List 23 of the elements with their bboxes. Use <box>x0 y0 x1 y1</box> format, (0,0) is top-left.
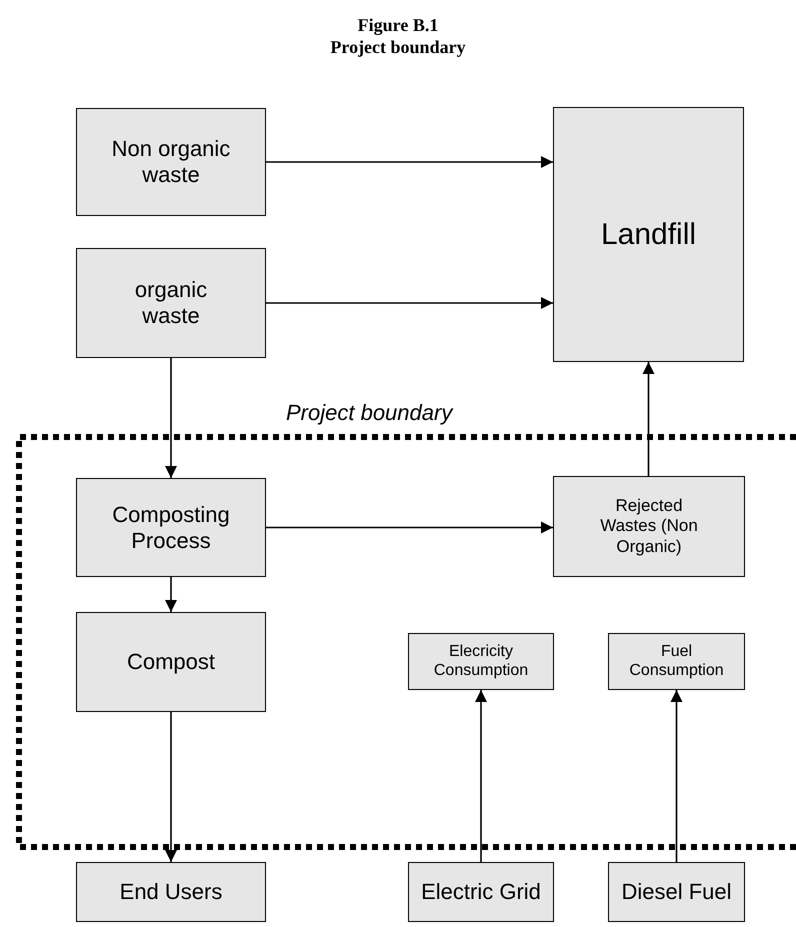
figure-subtitle: Project boundary <box>329 37 467 58</box>
process-box: Rejected Wastes (Non Organic) <box>553 476 745 577</box>
arrow <box>165 712 177 862</box>
boundary-label: Project boundary <box>286 400 452 426</box>
figure-title: Figure B.1 <box>356 15 440 36</box>
process-box: Electric Grid <box>408 862 554 922</box>
arrow <box>266 522 553 534</box>
arrow <box>266 156 553 168</box>
arrow <box>475 690 487 862</box>
arrow <box>165 577 177 612</box>
process-box: Fuel Consumption <box>608 633 745 690</box>
process-box: Diesel Fuel <box>608 862 745 922</box>
process-box: End Users <box>76 862 266 922</box>
process-box: Non organic waste <box>76 108 266 216</box>
process-box: Elecricity Consumption <box>408 633 554 690</box>
process-box: organic waste <box>76 248 266 358</box>
process-box: Composting Process <box>76 478 266 577</box>
process-box: Landfill <box>553 107 744 362</box>
arrow <box>165 358 177 478</box>
arrow <box>670 690 682 862</box>
arrow <box>642 362 654 476</box>
arrow <box>266 297 553 309</box>
process-box: Compost <box>76 612 266 712</box>
